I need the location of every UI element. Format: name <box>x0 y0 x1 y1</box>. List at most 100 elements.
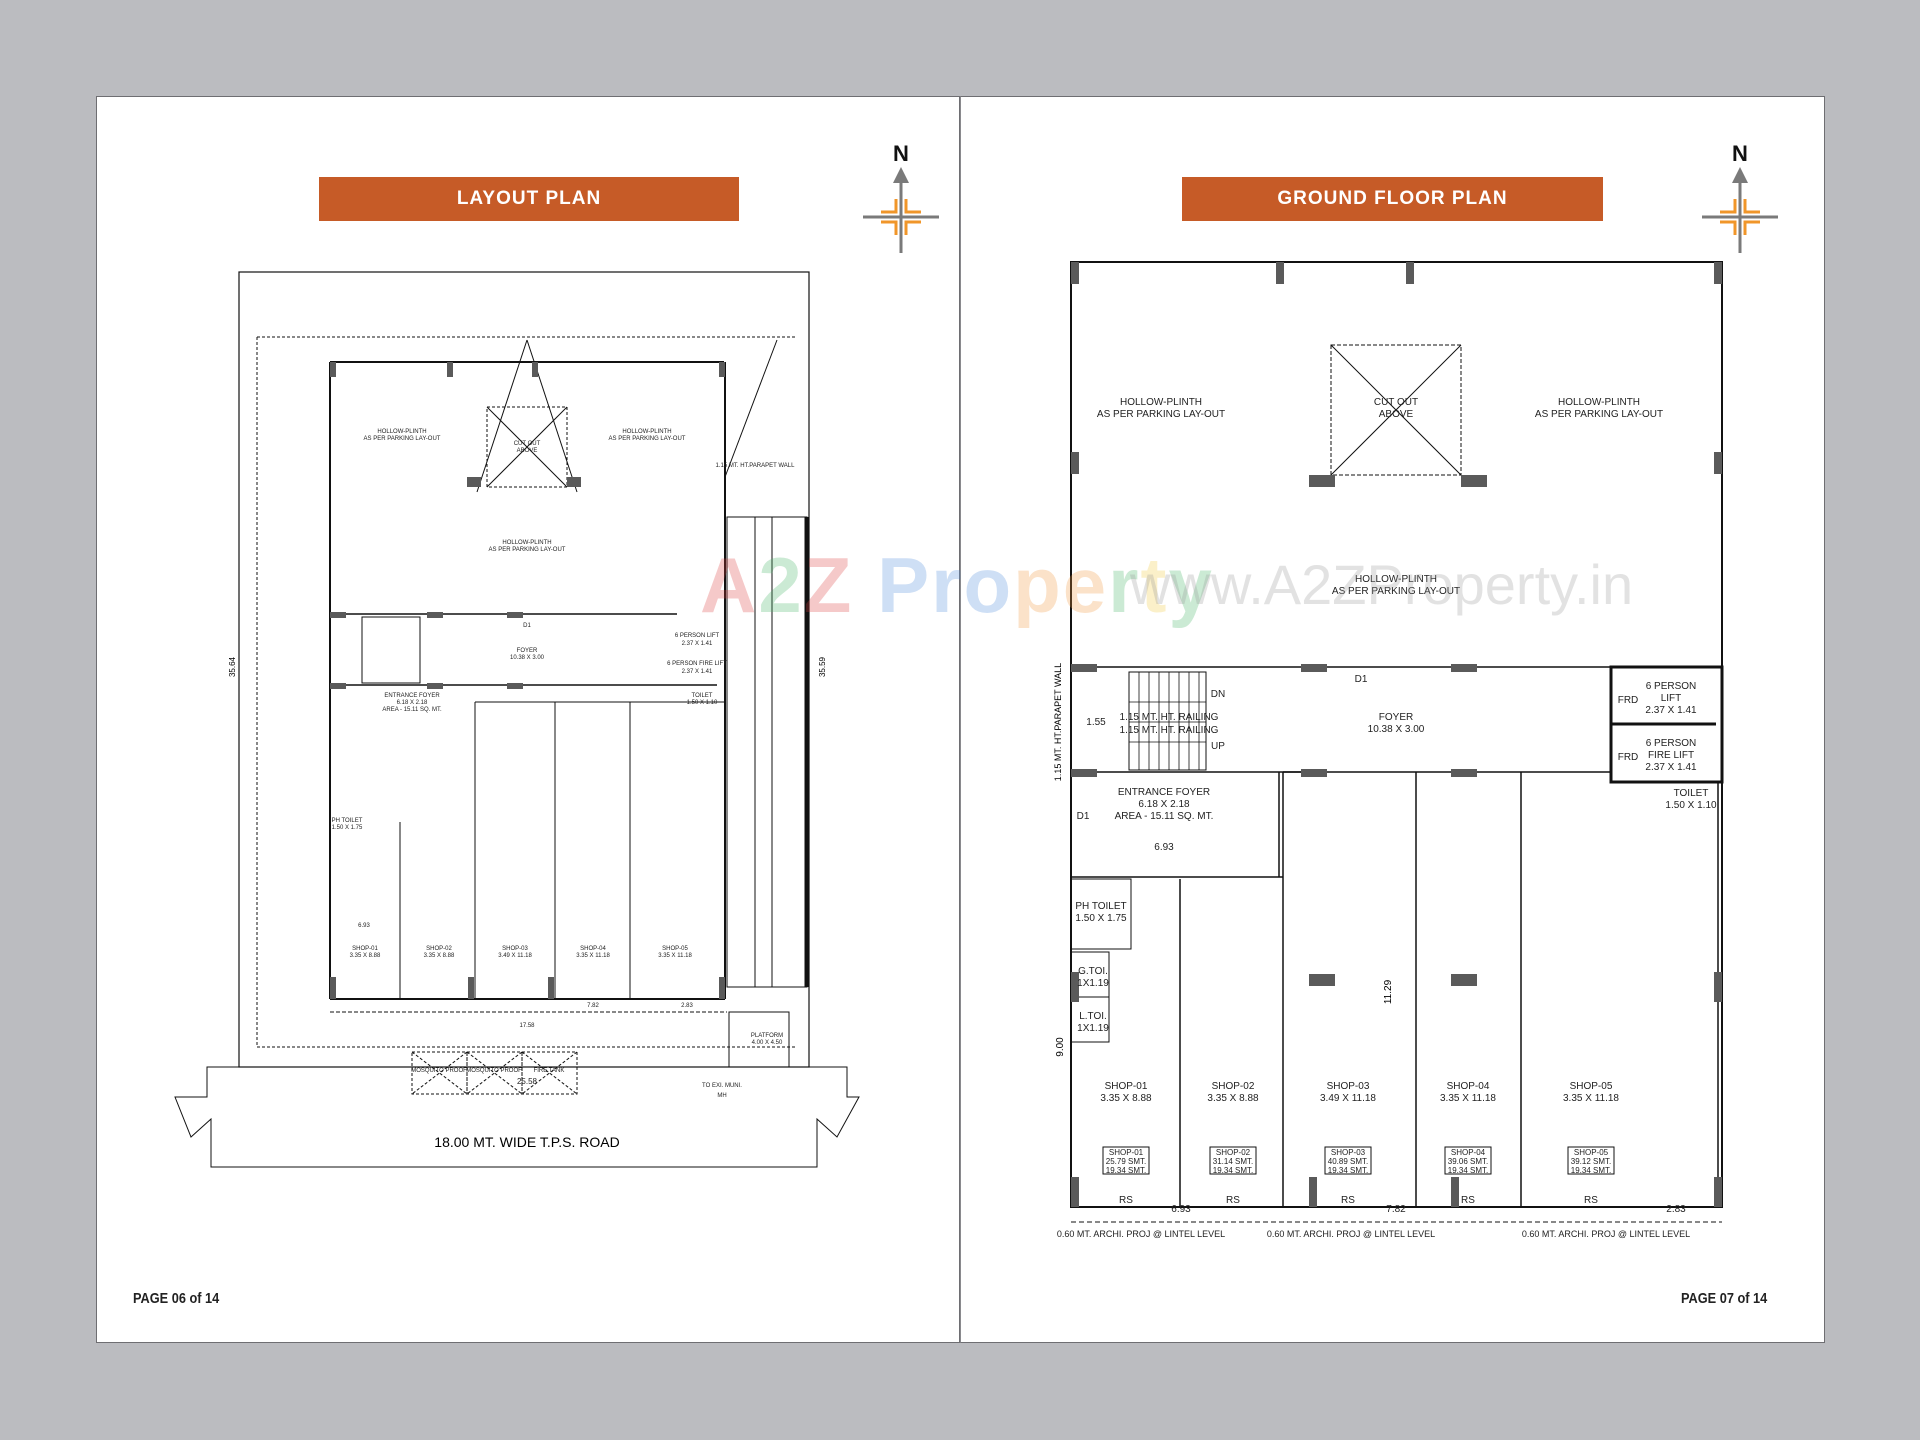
svg-text:ABOVE: ABOVE <box>1379 409 1414 420</box>
svg-text:AS PER PARKING LAY-OUT: AS PER PARKING LAY-OUT <box>1097 409 1225 420</box>
svg-text:SHOP-05: SHOP-05 <box>1574 1148 1609 1157</box>
svg-text:FOYER: FOYER <box>1379 712 1413 723</box>
layout-plan-drawing: 25.58 <box>174 267 860 1168</box>
svg-text:3.35 X 11.18: 3.35 X 11.18 <box>1563 1093 1619 1104</box>
svg-text:6 PERSON: 6 PERSON <box>1646 681 1697 692</box>
svg-text:9.00: 9.00 <box>1055 1037 1066 1057</box>
svg-text:D1: D1 <box>1355 674 1368 685</box>
svg-text:1.50 X 1.75: 1.50 X 1.75 <box>1075 913 1127 924</box>
svg-text:25.58: 25.58 <box>517 267 538 269</box>
svg-text:3.35 X 8.88: 3.35 X 8.88 <box>350 953 381 959</box>
svg-text:1.15 MT. HT. RAILING: 1.15 MT. HT. RAILING <box>1120 725 1219 736</box>
svg-text:3.49 X 11.18: 3.49 X 11.18 <box>498 953 532 959</box>
svg-text:19.34 SMT.: 19.34 SMT. <box>1571 1166 1611 1175</box>
svg-text:DN: DN <box>1211 689 1225 700</box>
svg-text:RS: RS <box>1119 1195 1133 1206</box>
svg-text:1.50 X 1.75: 1.50 X 1.75 <box>332 825 363 831</box>
svg-text:CUT OUT: CUT OUT <box>1374 397 1418 408</box>
svg-text:FRD: FRD <box>1618 695 1639 706</box>
svg-text:7.82: 7.82 <box>587 1003 599 1009</box>
svg-text:3.35 X 8.88: 3.35 X 8.88 <box>1100 1093 1152 1104</box>
svg-text:RS: RS <box>1341 1195 1355 1206</box>
svg-text:6 PERSON FIRE LIFT: 6 PERSON FIRE LIFT <box>667 661 727 667</box>
road-label: 18.00 MT. WIDE T.P.S. ROAD <box>434 1134 619 1150</box>
svg-text:MOSQUITO PROOF: MOSQUITO PROOF <box>411 1068 467 1074</box>
svg-text:1X1.19: 1X1.19 <box>1077 978 1109 989</box>
svg-text:PLATFORM: PLATFORM <box>751 1033 783 1039</box>
svg-text:FIRE LIFT: FIRE LIFT <box>1648 750 1694 761</box>
svg-text:G.TOI.: G.TOI. <box>1078 966 1108 977</box>
north-arrow-icon: N <box>1702 141 1778 253</box>
svg-text:6.93: 6.93 <box>358 923 370 929</box>
svg-text:0.60 MT. ARCHI. PROJ @ LINTEL: 0.60 MT. ARCHI. PROJ @ LINTEL LEVEL <box>1057 1229 1225 1239</box>
page-number: PAGE 06 of 14 <box>133 1290 220 1307</box>
svg-text:ENTRANCE FOYER: ENTRANCE FOYER <box>1118 787 1210 798</box>
svg-text:AS PER PARKING LAY-OUT: AS PER PARKING LAY-OUT <box>1535 409 1663 420</box>
svg-text:1X1.19: 1X1.19 <box>1077 1023 1109 1034</box>
svg-text:0.60 MT. ARCHI. PROJ @ LINTEL: 0.60 MT. ARCHI. PROJ @ LINTEL LEVEL <box>1267 1229 1435 1239</box>
svg-text:SHOP-03: SHOP-03 <box>502 946 528 952</box>
svg-text:SHOP-01: SHOP-01 <box>1109 1148 1144 1157</box>
svg-text:HOLLOW-PLINTH: HOLLOW-PLINTH <box>377 429 426 435</box>
svg-text:LIFT: LIFT <box>1661 693 1682 704</box>
svg-text:6 PERSON: 6 PERSON <box>1646 738 1697 749</box>
svg-text:AREA - 15.11 SQ. MT.: AREA - 15.11 SQ. MT. <box>1115 811 1214 822</box>
svg-text:3.49 X 11.18: 3.49 X 11.18 <box>1320 1093 1376 1104</box>
svg-text:1.55: 1.55 <box>1086 717 1106 728</box>
svg-text:HOLLOW-PLINTH: HOLLOW-PLINTH <box>622 429 671 435</box>
svg-text:6.93: 6.93 <box>1154 842 1174 853</box>
svg-text:1.15 MT. HT.PARAPET WALL: 1.15 MT. HT.PARAPET WALL <box>1053 663 1063 781</box>
svg-text:TOILET: TOILET <box>1674 788 1709 799</box>
svg-text:6.18 X 2.18: 6.18 X 2.18 <box>397 700 428 706</box>
svg-text:1.50 X 1.10: 1.50 X 1.10 <box>1665 800 1717 811</box>
svg-text:SHOP-01: SHOP-01 <box>1105 1081 1148 1092</box>
svg-text:25.79 SMT.: 25.79 SMT. <box>1106 1157 1146 1166</box>
svg-text:35.64: 35.64 <box>228 656 237 677</box>
svg-text:17.58: 17.58 <box>519 1023 535 1029</box>
svg-text:0.60 MT. ARCHI. PROJ @ LINTEL: 0.60 MT. ARCHI. PROJ @ LINTEL LEVEL <box>1522 1229 1690 1239</box>
svg-text:L.TOI.: L.TOI. <box>1079 1011 1107 1022</box>
svg-text:3.35 X 11.18: 3.35 X 11.18 <box>576 953 610 959</box>
svg-text:SHOP-02: SHOP-02 <box>1212 1081 1255 1092</box>
svg-text:AS PER PARKING LAY-OUT: AS PER PARKING LAY-OUT <box>489 547 566 553</box>
svg-text:ENTRANCE FOYER: ENTRANCE FOYER <box>384 693 440 699</box>
svg-text:HOLLOW-PLINTH: HOLLOW-PLINTH <box>1120 397 1202 408</box>
page-layout-plan: LAYOUT PLAN N 25.58 <box>96 96 960 1343</box>
svg-text:MH: MH <box>717 1093 726 1099</box>
svg-text:35.59: 35.59 <box>818 656 827 677</box>
svg-text:CUT OUT: CUT OUT <box>514 441 541 447</box>
svg-text:4.00 X 4.50: 4.00 X 4.50 <box>752 1040 783 1046</box>
svg-text:HOLLOW-PLINTH: HOLLOW-PLINTH <box>1558 397 1640 408</box>
svg-text:PH TOILET: PH TOILET <box>332 818 363 824</box>
svg-text:25.58: 25.58 <box>517 1077 538 1086</box>
svg-text:D1: D1 <box>1077 811 1090 822</box>
svg-text:10.38 X 3.00: 10.38 X 3.00 <box>1368 724 1425 735</box>
svg-text:RS: RS <box>1584 1195 1598 1206</box>
svg-text:UP: UP <box>1211 741 1225 752</box>
svg-text:3.35 X 8.88: 3.35 X 8.88 <box>424 953 455 959</box>
page-title: LAYOUT PLAN <box>319 177 739 221</box>
svg-text:PH TOILET: PH TOILET <box>1075 901 1126 912</box>
svg-text:SHOP-05: SHOP-05 <box>1570 1081 1613 1092</box>
north-label: N <box>893 141 909 166</box>
svg-text:SHOP-01: SHOP-01 <box>352 946 378 952</box>
svg-text:3.35 X 11.18: 3.35 X 11.18 <box>658 953 692 959</box>
svg-text:6.18 X 2.18: 6.18 X 2.18 <box>1138 799 1190 810</box>
svg-text:AS PER PARKING LAY-OUT: AS PER PARKING LAY-OUT <box>609 436 686 442</box>
svg-text:TO EXI. MUNI.: TO EXI. MUNI. <box>702 1083 742 1089</box>
svg-text:FOYER: FOYER <box>517 648 538 654</box>
svg-text:TOILET: TOILET <box>692 693 713 699</box>
svg-text:2.37 X 1.41: 2.37 X 1.41 <box>682 641 713 647</box>
svg-text:FIRE TANK: FIRE TANK <box>534 1068 565 1074</box>
svg-text:RS: RS <box>1461 1195 1475 1206</box>
svg-text:1.15 MT. HT. RAILING: 1.15 MT. HT. RAILING <box>1120 712 1219 723</box>
svg-text:1.15 MT. HT.PARAPET WALL: 1.15 MT. HT.PARAPET WALL <box>716 463 796 469</box>
svg-text:ABOVE: ABOVE <box>517 448 538 454</box>
layout-shop-labels: SHOP-013.35 X 8.88 SHOP-023.35 X 8.88 SH… <box>350 946 693 959</box>
svg-text:19.34 SMT.: 19.34 SMT. <box>1328 1166 1368 1175</box>
svg-text:AS PER PARKING LAY-OUT: AS PER PARKING LAY-OUT <box>1332 586 1460 597</box>
svg-text:SHOP-05: SHOP-05 <box>662 946 688 952</box>
svg-text:40.89 SMT.: 40.89 SMT. <box>1328 1157 1368 1166</box>
